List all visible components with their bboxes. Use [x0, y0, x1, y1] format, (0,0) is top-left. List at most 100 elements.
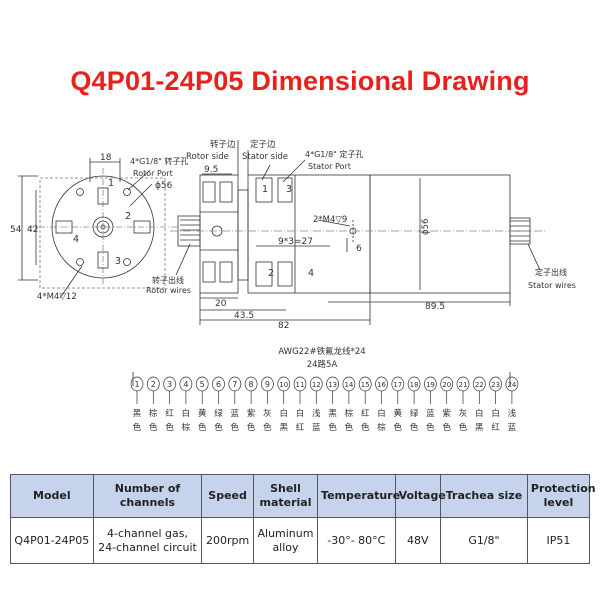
mount-holes-label: 4*M4▽12	[37, 292, 77, 302]
wire-color-label: 色	[442, 422, 451, 433]
wire-number: 15	[361, 381, 370, 389]
side-port-2: 2	[268, 268, 274, 279]
wire-number: 6	[216, 380, 221, 389]
rotor-port-en: Rotor Port	[133, 169, 173, 178]
dim-89-5: 89.5	[425, 302, 445, 312]
rotor-port-cn: 4*G1/8" 转子孔	[130, 156, 188, 166]
side-dim-9-5: 9.5	[204, 165, 218, 175]
header-channels: Number of channels	[92, 474, 203, 518]
header-trachea: Trachea size	[440, 474, 528, 518]
wire-color-label: 紫	[247, 409, 256, 419]
wire-number: 24	[507, 381, 516, 389]
wire-number: 20	[442, 381, 451, 389]
stator-wires-cn: 定子出线	[535, 267, 567, 277]
wire-spec-line2: 24路5A	[307, 359, 338, 370]
stator-side-cn: 定子边	[250, 139, 276, 150]
wire-color-label: 棕	[377, 422, 386, 433]
wire-color-label: 色	[231, 422, 240, 433]
wire-color-label: 白	[182, 408, 191, 419]
wire-color-label: 黄	[394, 408, 403, 419]
wire-color-label: 紫	[442, 409, 451, 419]
stator-wires-en: Stator wires	[528, 281, 576, 290]
wire-color-label: 棕	[345, 408, 354, 419]
wire-color-label: 红	[165, 408, 174, 419]
mount-hole-bl	[76, 258, 84, 266]
cell-trachea: G1/8"	[440, 517, 528, 564]
cell-model: Q4P01-24P05	[10, 517, 94, 564]
stator-cylinder	[369, 174, 511, 294]
wire-color-label: 色	[165, 422, 174, 433]
side-port-4: 4	[308, 268, 314, 279]
wire-color-label: 色	[133, 422, 142, 433]
wire-number: 23	[491, 381, 500, 389]
front-port-2: 2	[125, 211, 131, 222]
wire-numbers: 1黑色2棕色3红色4白棕5黄色6绿色7蓝色8紫色9灰色10白黑11白红12浅蓝1…	[130, 376, 519, 433]
wire-color-label: 黑	[475, 423, 484, 433]
front-port-1: 1	[108, 178, 114, 189]
header-temperature: Temperature	[317, 474, 400, 518]
wire-color-label: 色	[459, 422, 468, 433]
side-view	[170, 140, 545, 325]
wire-color-label: 黄	[198, 408, 207, 419]
wire-color-label: 色	[426, 422, 435, 433]
spec-table: Model Number of channels Speed Shell mat…	[10, 474, 596, 564]
wire-color-label: 棕	[182, 422, 191, 433]
wire-color-label: 白	[279, 408, 288, 419]
wire-number: 9	[265, 380, 270, 389]
wire-number: 8	[249, 380, 254, 389]
m4-note: 2*M4▽9	[313, 215, 347, 225]
table-row: Q4P01-24P05 4-channel gas, 24-channel ci…	[10, 517, 591, 564]
wire-number: 2	[151, 380, 156, 389]
wire-number: 21	[459, 381, 468, 389]
front-dim-54: 54	[10, 225, 22, 235]
wire-color-label: 色	[345, 422, 354, 433]
wire-color-label: 白	[475, 408, 484, 419]
wire-color-label: 蓝	[508, 422, 517, 433]
wire-number: 17	[393, 381, 402, 389]
wire-number: 11	[296, 381, 305, 389]
side-dia-56: ϕ56	[421, 219, 431, 235]
wire-color-label: 灰	[459, 408, 468, 419]
wire-number: 18	[410, 381, 419, 389]
wire-number: 1	[134, 380, 139, 389]
cell-temperature: -30°- 80°C	[317, 517, 396, 564]
front-port-4: 4	[73, 234, 79, 245]
front-port-3: 3	[115, 256, 121, 267]
wire-color-label: 色	[361, 422, 370, 433]
rotor-side-cn: 转子边	[210, 139, 236, 150]
front-dim-42: 42	[27, 225, 38, 235]
header-speed: Speed	[201, 474, 254, 518]
spec-table-header: Model Number of channels Speed Shell mat…	[10, 474, 596, 518]
cell-shell: Aluminum alloy	[252, 517, 319, 564]
wire-color-label: 黑	[279, 423, 288, 433]
wire-color-label: 黑	[328, 409, 337, 419]
wire-color-label: 绿	[214, 408, 223, 419]
header-protection: Protection level	[526, 474, 596, 518]
rotor-wires-cn: 转子出线	[152, 275, 184, 285]
wire-spec-line1: AWG22#铁氟龙线*24	[278, 346, 365, 357]
wire-number: 5	[200, 380, 205, 389]
header-voltage: Voltage	[394, 474, 446, 518]
wire-number: 10	[279, 381, 288, 389]
wire-color-label: 红	[296, 422, 305, 433]
wire-color-label: 棕	[149, 408, 158, 419]
wire-color-label: 红	[361, 408, 370, 419]
front-center-bore	[92, 216, 114, 238]
wire-number: 19	[426, 381, 435, 389]
wire-color-label: 色	[263, 422, 272, 433]
wire-color-label: 色	[214, 422, 223, 433]
wire-number: 22	[475, 381, 484, 389]
rotor-wires-en: Rotor wires	[146, 286, 191, 295]
dim-9x3: 9*3=27	[278, 237, 313, 247]
wire-terminal-strip	[132, 372, 511, 386]
wire-color-label: 蓝	[231, 408, 240, 419]
wire-number: 14	[344, 381, 353, 389]
wire-color-label: 灰	[263, 408, 272, 419]
wire-number: 3	[167, 380, 172, 389]
header-model: Model	[10, 474, 94, 518]
dimensional-drawing: 18 54 42 ϕ56 4*G1/8" 转子孔 Rotor Port 4*M4…	[10, 139, 576, 433]
cell-channels: 4-channel gas, 24-channel circuit	[92, 517, 203, 564]
wire-color-label: 浅	[508, 408, 517, 419]
wire-color-label: 白	[296, 408, 305, 419]
header-shell: Shell material	[252, 474, 319, 518]
